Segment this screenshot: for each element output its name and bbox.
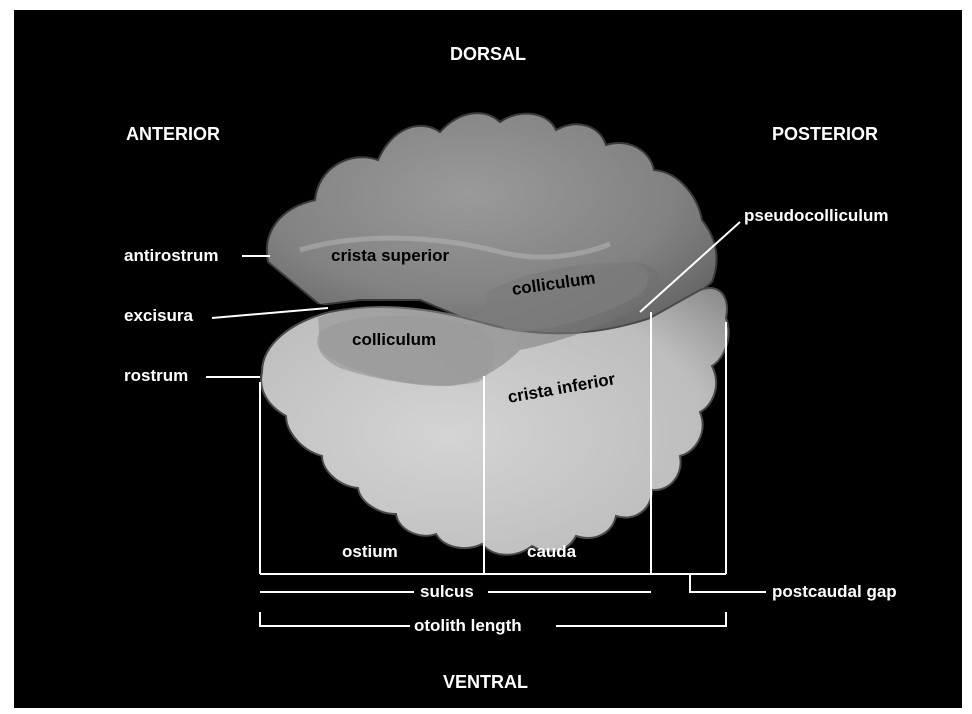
posterior-label: POSTERIOR bbox=[772, 124, 878, 144]
anterior-label: ANTERIOR bbox=[126, 124, 220, 144]
pseudocolliculum-label: pseudocolliculum bbox=[744, 206, 889, 226]
rostrum-label: rostrum bbox=[124, 366, 188, 386]
otolith-length-bracket-left bbox=[260, 612, 410, 626]
excisura-label: excisura bbox=[124, 306, 193, 326]
ostium-label: ostium bbox=[342, 542, 398, 562]
postcaudal-gap-label: postcaudal gap bbox=[772, 582, 897, 602]
colliculum-anterior-label: colliculum bbox=[352, 330, 436, 350]
crista-superior-label: crista superior bbox=[331, 246, 449, 266]
postcaudal-gap-leader bbox=[690, 574, 766, 592]
otolith-length-bracket-right bbox=[556, 612, 726, 626]
cauda-label: cauda bbox=[527, 542, 576, 562]
sulcus-label: sulcus bbox=[420, 582, 474, 602]
antirostrum-label: antirostrum bbox=[124, 246, 218, 266]
dorsal-label: DORSAL bbox=[450, 44, 526, 64]
ventral-label: VENTRAL bbox=[443, 672, 528, 692]
otolith-length-label: otolith length bbox=[414, 616, 522, 636]
